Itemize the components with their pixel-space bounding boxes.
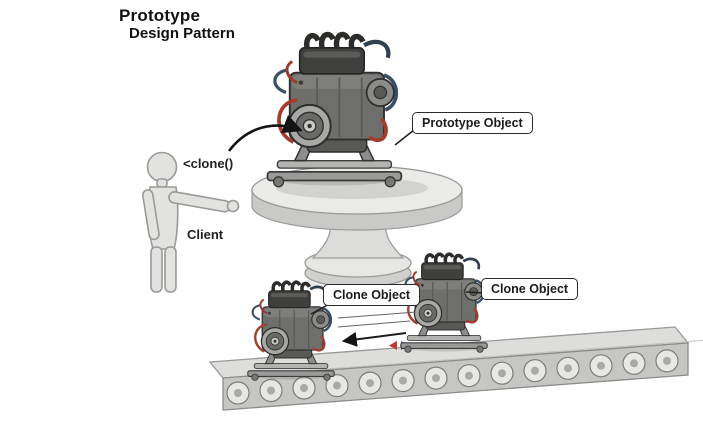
- conveyor-roller-hubs: [234, 356, 671, 397]
- prototype-engine: [267, 34, 401, 186]
- callout-prototype-object: Prototype Object: [412, 112, 533, 134]
- belt-guide-line-2: [337, 320, 411, 328]
- client-figure: [141, 151, 240, 293]
- clone-call-arrow: [227, 114, 303, 152]
- belt-guide-line-1: [337, 311, 417, 319]
- belt-direction-arrow: [341, 331, 407, 347]
- callout-clone-object-right: Clone Object: [481, 278, 579, 300]
- callout-clone-object-left: Clone Object: [323, 284, 421, 306]
- prototype-callout-tail: [394, 129, 415, 146]
- page-title: Prototype: [119, 6, 201, 25]
- client-label: Client: [187, 227, 224, 242]
- conveyor-belt: [208, 326, 703, 411]
- clone-engine-left: [246, 280, 336, 383]
- client-head: [146, 151, 178, 183]
- clone-call-label: <clone(): [183, 156, 234, 171]
- page-subtitle: Design Pattern: [129, 25, 235, 42]
